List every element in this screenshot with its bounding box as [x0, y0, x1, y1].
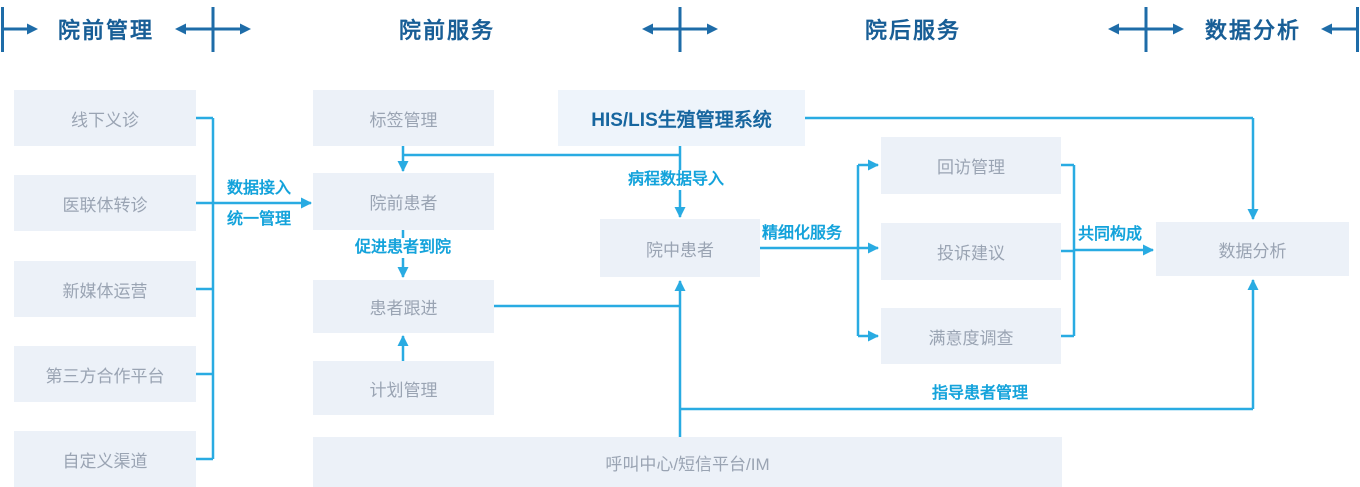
edge-label-promote-to-hospital: 促进患者到院: [348, 238, 459, 258]
wire-follow-to-callcenter: [494, 304, 682, 437]
arrowhead-icon: [1173, 23, 1184, 35]
node-pre-hospital-patient: 院前患者: [313, 173, 494, 230]
section-title-post-hospital-service: 院后服务: [864, 18, 961, 43]
section-title-pre-hospital-management: 院前管理: [57, 18, 154, 43]
edge-label-jointly-form: 共同构成: [1078, 226, 1143, 243]
node-medical-alliance-referral: 医联体转诊: [14, 175, 196, 231]
node-third-party-platform: 第三方合作平台: [14, 346, 196, 402]
edge-label-course-data-import: 病程数据导入: [621, 170, 732, 190]
node-complaint-suggestion: 投诉建议: [881, 223, 1061, 280]
node-offline-clinic: 线下义诊: [14, 90, 196, 146]
edge-label-refined-service: 精细化服务: [762, 225, 843, 242]
edge-label-guide-patient-management: 指导患者管理: [932, 385, 1029, 402]
node-satisfaction-survey: 满意度调查: [881, 308, 1061, 364]
node-in-hospital-patient: 院中患者: [600, 219, 760, 277]
arrowhead-icon: [175, 23, 186, 35]
node-revisit-management: 回访管理: [881, 137, 1061, 194]
section-title-data-analysis: 数据分析: [1204, 18, 1301, 43]
node-data-analysis: 数据分析: [1156, 222, 1349, 276]
arrowhead-icon: [707, 23, 718, 35]
header-divider-arrows: [1, 7, 1359, 52]
node-his-lis-system: HIS/LIS生殖管理系统: [558, 90, 805, 146]
node-plan-management: 计划管理: [313, 361, 494, 415]
node-call-center-sms-im: 呼叫中心/短信平台/IM: [313, 437, 1062, 487]
node-patient-follow-up: 患者跟进: [313, 280, 494, 333]
arrowhead-icon: [240, 23, 251, 35]
node-custom-channel: 自定义渠道: [14, 431, 196, 487]
node-new-media-operation: 新媒体运营: [14, 261, 196, 317]
section-title-pre-hospital-service: 院前服务: [398, 18, 495, 43]
arrowhead-icon: [642, 23, 653, 35]
edge-label-unified-management: 统一管理: [227, 211, 292, 228]
arrowhead-icon: [27, 23, 38, 35]
edge-label-data-access: 数据接入: [227, 180, 292, 197]
arrowhead-icon: [1321, 23, 1332, 35]
wire-collect-bus: [1061, 163, 1076, 338]
wire-channels-bus: [196, 116, 215, 461]
node-tag-management: 标签管理: [313, 90, 494, 146]
arrowhead-icon: [1108, 23, 1119, 35]
